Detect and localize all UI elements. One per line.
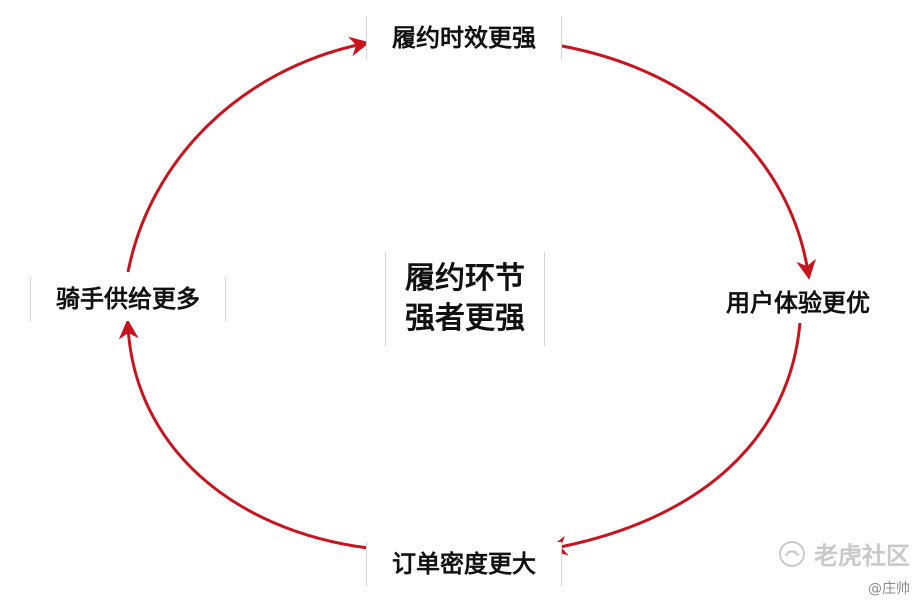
tiger-logo-icon bbox=[779, 540, 805, 567]
node-right: 用户体验更优 bbox=[700, 283, 896, 323]
node-bottom: 订单密度更大 bbox=[366, 542, 562, 586]
arrow-right-to-bottom bbox=[547, 321, 802, 556]
center-line-2: 强者更强 bbox=[405, 301, 525, 336]
arrow-top-to-right bbox=[561, 44, 816, 280]
watermark-brand: 老虎社区 bbox=[814, 542, 910, 570]
arrow-left-to-top bbox=[126, 36, 370, 273]
node-left: 骑手供给更多 bbox=[30, 277, 226, 321]
arrow-bottom-to-left bbox=[118, 319, 369, 550]
node-top: 履约时效更强 bbox=[366, 16, 562, 60]
center-label: 履约环节 强者更强 bbox=[385, 252, 545, 346]
watermark-author: @庄帅 bbox=[868, 581, 910, 597]
center-line-1: 履约环节 bbox=[405, 261, 525, 296]
watermark: 老虎社区 bbox=[778, 536, 910, 571]
